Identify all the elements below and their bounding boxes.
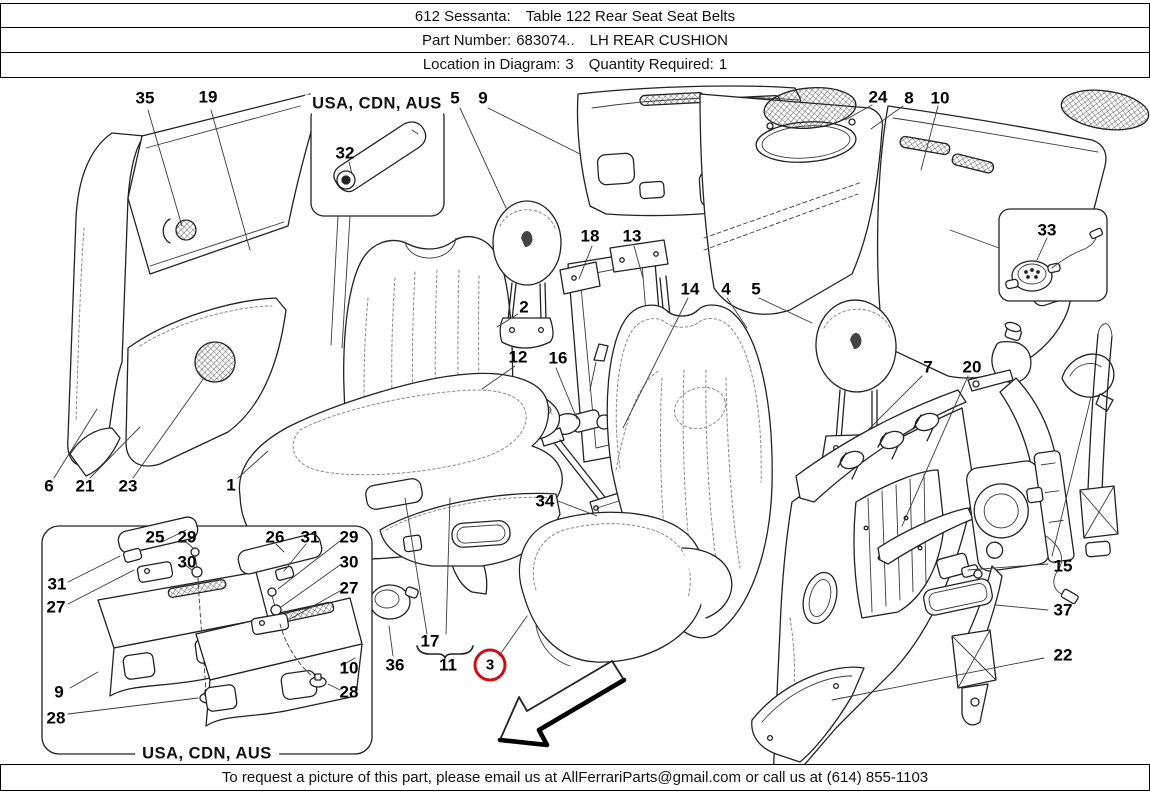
parts-page: 612 Sessanta: Table 122 Rear Seat Seat B… [0,3,1150,794]
inset-top-label: USA, CDN, AUS [305,94,449,114]
inset-leader-lines [67,529,356,715]
footer-call-text: or call us at [745,768,823,786]
footer-request-text: To request a picture of this part, pleas… [221,768,558,786]
flap-25 [117,516,199,554]
cone-bosses [837,412,940,480]
footer-email: AllFerrariParts@gmail.com [561,768,741,786]
bracket-22 [751,666,865,763]
footer-phone: (614) 855-1103 [826,768,929,786]
clip-31b [275,565,295,581]
speaker-mesh-right [1060,89,1150,131]
inset-box-33 [949,208,1108,302]
quantity-value: 1 [718,56,728,74]
buzzer-33 [1005,227,1104,292]
quarter-trim-7 [751,389,975,764]
speaker-mesh-24 [763,86,857,129]
buckle-15 [936,552,983,580]
left-quarter-panel [67,93,319,477]
bracket-27b [250,612,290,635]
screw-29 [190,547,200,557]
part-name: LH REAR CUSHION [589,31,728,49]
cup-36 [369,584,419,620]
inset-bottom-label: USA, CDN, AUS [135,744,279,764]
header-row-part: Part Number: 683074.. LH REAR CUSHION [0,27,1150,54]
table-title: Table 122 Rear Seat Seat Belts [525,7,736,25]
belt-strap-right [1079,323,1119,558]
washer-30b [270,604,282,616]
part-number-value: 683074.. [516,31,575,49]
location-value: 3 [565,56,574,74]
washer-30 [191,566,203,578]
bracket-27 [136,560,174,583]
footer-contact: To request a picture of this part, pleas… [0,763,1150,791]
screw-29b [267,587,277,597]
rear-cushion-3 [518,511,733,667]
part-number-label: Part Number: [422,31,512,49]
diagram-line-art [41,85,1150,764]
inset-box-usa-top [310,103,445,349]
header-row-title: 612 Sessanta: Table 122 Rear Seat Seat B… [0,3,1150,29]
seat-belt-15 [923,321,1119,726]
model-name: 612 Sessanta: [414,7,511,25]
quantity-label: Quantity Required: [588,56,714,74]
direction-arrow-icon [497,659,627,748]
belt-guide-32 [333,121,427,193]
location-label: Location in Diagram: [422,56,561,74]
inset-shelf-right-10 [195,533,363,727]
inset-box-usa-bottom [41,516,373,755]
clip-31 [123,547,143,563]
header-row-location: Location in Diagram: 3 Quantity Required… [0,51,1150,78]
shelf-panel-8 [699,86,884,315]
headrest-5 [492,200,562,349]
flap-26 [237,533,323,575]
cover-37 [923,578,993,616]
d-ring-cover [1061,353,1115,412]
leader-lines [53,104,1092,701]
